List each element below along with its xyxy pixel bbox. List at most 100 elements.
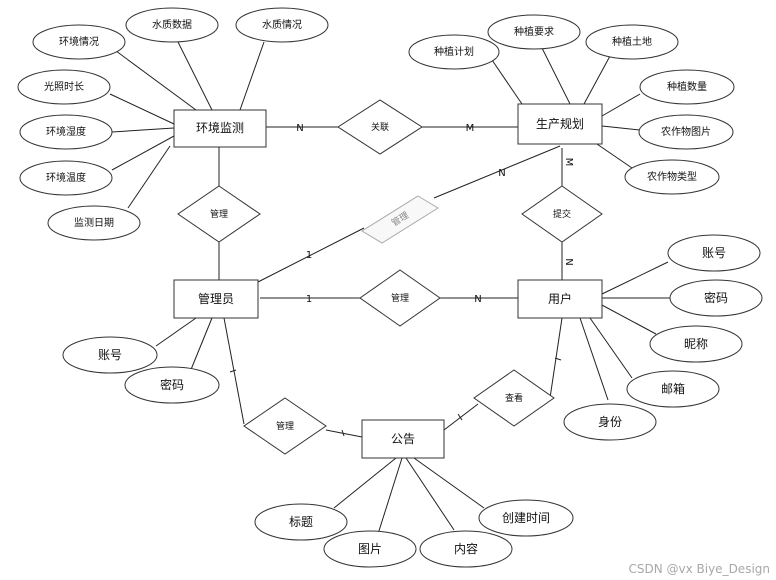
edge-prod-attr-5 <box>601 125 641 131</box>
attribute-user-2: 密码 <box>669 279 763 317</box>
attribute-prod-1: 种植计划 <box>408 34 500 70</box>
attribute-env-2: 水质数据 <box>125 7 219 43</box>
attribute-group-admin: 账号 密码 <box>62 336 220 404</box>
tick-mark <box>341 429 345 437</box>
entity-admin: 管理员 <box>173 279 259 319</box>
card-prod-ghost: N <box>498 168 505 179</box>
attribute-label: 账号 <box>702 246 726 260</box>
edge-user-attr-5 <box>579 317 609 401</box>
tick-mark <box>554 357 562 361</box>
edge-notice-attr-3 <box>405 457 455 531</box>
attribute-notice-4: 创建时间 <box>478 499 574 537</box>
edge-user-attr-4 <box>589 317 633 379</box>
attribute-label: 种植数量 <box>667 80 707 93</box>
edge-env-attr-2 <box>177 41 213 111</box>
edge-ghost-prod <box>433 145 561 199</box>
edge-prod-attr-2 <box>539 43 571 105</box>
relation-label: 管理 <box>276 420 294 432</box>
attribute-label: 密码 <box>704 290 728 305</box>
edge-notice-attr-4 <box>413 457 485 509</box>
relation-label: 查看 <box>505 392 523 404</box>
entity-prod: 生产规划 <box>517 103 603 145</box>
edge-notice-attr-1 <box>333 457 397 509</box>
attribute-label: 水质数据 <box>152 18 192 31</box>
edge-env-attr-5 <box>111 127 175 133</box>
attribute-prod-5: 农作物图片 <box>638 114 734 150</box>
edge-env-attr-6 <box>111 135 175 171</box>
attribute-label: 昵称 <box>684 337 708 351</box>
relation-admin-env: 管理 <box>177 185 261 243</box>
entity-label: 公告 <box>391 432 415 446</box>
attribute-admin-1: 账号 <box>62 336 158 374</box>
attribute-label: 监测日期 <box>74 216 114 229</box>
attribute-label: 邮箱 <box>661 381 685 396</box>
relation-label: 管理 <box>210 208 228 220</box>
edge-user-attr-3 <box>599 303 657 335</box>
attribute-env-3: 水质情况 <box>235 7 329 43</box>
attribute-label: 账号 <box>98 348 122 362</box>
edge-prod-attr-4 <box>601 93 641 117</box>
entity-label: 环境监测 <box>196 120 244 135</box>
attribute-label: 创建时间 <box>502 511 550 525</box>
edge-env-attr-7 <box>127 145 171 209</box>
entity-user: 用户 <box>517 279 603 319</box>
edge-prod-attr-3 <box>583 55 611 105</box>
relation-label: 管理 <box>391 292 409 304</box>
edge-admin-attr-2 <box>189 317 213 373</box>
attribute-label: 内容 <box>454 541 478 556</box>
watermark: CSDN @vx Biye_Design <box>628 562 770 576</box>
entity-env: 环境监测 <box>173 109 267 148</box>
edge-admin-ghost <box>257 227 365 283</box>
relation-env-prod: 关联 <box>337 99 423 155</box>
attribute-label: 水质情况 <box>262 18 302 31</box>
edge-env-attr-4 <box>109 93 175 125</box>
card-admin-user-right: N <box>474 294 481 305</box>
attribute-label: 标题 <box>289 515 313 529</box>
relation-admin-prod: 管理 <box>361 195 439 244</box>
card-env-rel: N <box>296 123 303 134</box>
attribute-label: 光照时长 <box>44 80 84 93</box>
attribute-label: 种植土地 <box>612 35 652 48</box>
edge-admin-attr-1 <box>155 317 197 347</box>
card-user-submit: N <box>563 258 574 265</box>
edge-prod-attr-1 <box>491 59 523 105</box>
attribute-label: 密码 <box>160 377 184 392</box>
card-prod-rel: M <box>466 123 475 134</box>
attribute-label: 农作物类型 <box>647 170 697 183</box>
relation-admin-notice: 管理 <box>243 397 327 455</box>
attribute-prod-6: 农作物类型 <box>624 159 720 195</box>
attribute-user-4: 邮箱 <box>626 370 720 408</box>
attribute-env-6: 环境温度 <box>19 160 113 196</box>
attribute-label: 环境湿度 <box>46 125 86 138</box>
attribute-prod-3: 种植土地 <box>585 24 679 60</box>
attribute-label: 种植要求 <box>514 25 554 38</box>
relation-user-prod: 提交 <box>521 185 603 243</box>
attribute-env-5: 环境湿度 <box>19 114 113 150</box>
relation-label: 关联 <box>371 121 389 133</box>
attribute-user-5: 身份 <box>563 403 657 441</box>
cardinality-labels: N M 1 N 1 N M N <box>296 123 574 305</box>
entity-label: 用户 <box>548 291 572 306</box>
attribute-prod-2: 种植要求 <box>487 14 581 50</box>
card-prod-submit: M <box>563 158 574 167</box>
attribute-notice-1: 标题 <box>254 503 348 541</box>
tick-mark <box>457 413 463 421</box>
entity-label: 管理员 <box>198 291 234 306</box>
attribute-label: 身份 <box>598 414 622 429</box>
attribute-label: 环境情况 <box>59 35 99 48</box>
attribute-prod-4: 种植数量 <box>639 69 735 105</box>
edge-notice-attr-2 <box>377 457 403 535</box>
edge-notice-view <box>443 403 479 431</box>
attribute-group-user: 账号 密码 昵称 邮箱 身份 <box>563 234 763 441</box>
tick-mark <box>229 369 237 373</box>
attribute-env-4: 光照时长 <box>17 69 111 105</box>
relation-admin-user: 管理 <box>359 269 441 327</box>
edge-manage3-notice <box>325 429 363 438</box>
entity-label: 生产规划 <box>536 116 584 131</box>
connection-lines <box>109 41 670 535</box>
attribute-admin-2: 密码 <box>124 366 220 404</box>
card-admin-user-left: 1 <box>306 294 312 305</box>
relation-user-notice: 查看 <box>473 369 555 427</box>
attribute-env-7: 监测日期 <box>47 205 141 241</box>
